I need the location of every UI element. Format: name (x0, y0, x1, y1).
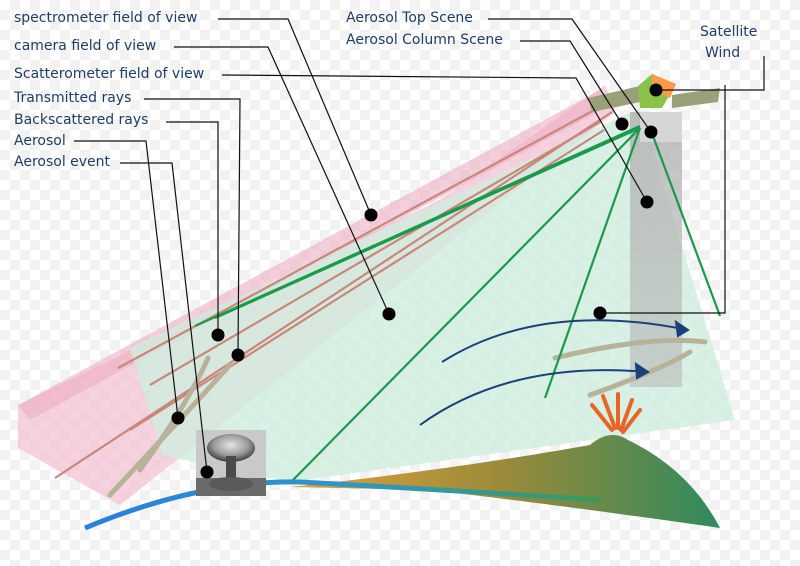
label-aerosol-event: Aerosol event (14, 154, 111, 170)
label-scatterometer-field-of-view: Scatterometer field of view (14, 66, 205, 82)
label-wind: Wind (705, 45, 741, 61)
label-aerosol: Aerosol (14, 133, 66, 149)
scatterometer-column (630, 112, 682, 387)
volcano-icon (290, 392, 720, 528)
label-satellite: Satellite (700, 24, 758, 40)
label-aerosol-top-scene: Aerosol Top Scene (346, 10, 473, 26)
mushroom-cloud-photo (196, 430, 266, 496)
label-aerosol-column-scene: Aerosol Column Scene (346, 32, 503, 48)
label-camera-field-of-view: camera field of view (14, 38, 157, 54)
label-backscattered-rays: Backscattered rays (14, 112, 149, 128)
leader-lines (74, 18, 765, 473)
label-spectrometer-field-of-view: spectrometer field of view (14, 10, 198, 26)
wind-arrow-icon (419, 319, 690, 426)
camera-view-lines (194, 124, 722, 481)
leader-dots (171, 83, 663, 479)
camera-field-of-view (130, 108, 735, 482)
label-transmitted-rays: Transmitted rays (14, 90, 132, 106)
backscattered-rays (107, 337, 708, 498)
ground-line (84, 479, 601, 531)
